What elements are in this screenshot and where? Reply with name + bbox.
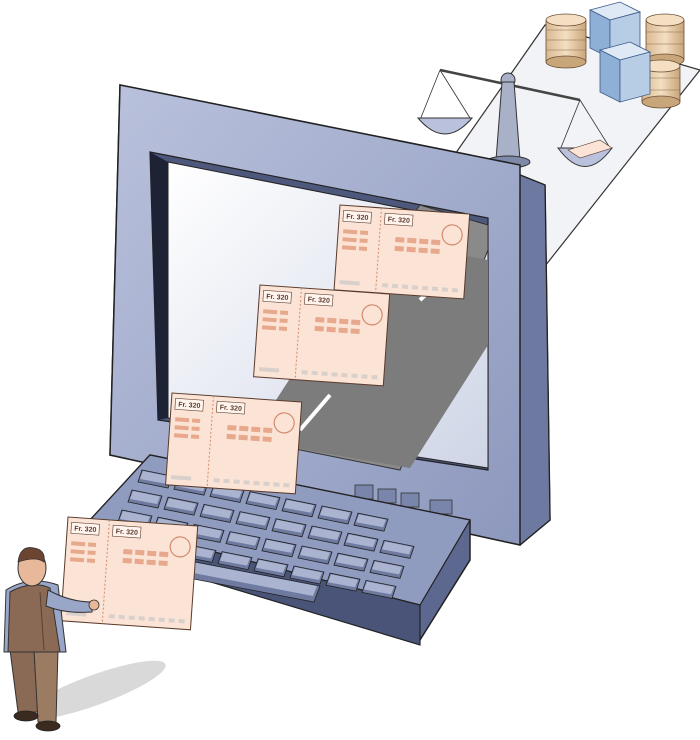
key (245, 491, 281, 511)
key (261, 538, 297, 558)
slip-amount-left: Fr. 320 (178, 401, 201, 410)
slip-amount-right: Fr. 320 (115, 528, 138, 537)
slip-amount-right: Fr. 320 (387, 216, 410, 225)
balance-scale-icon (416, 68, 613, 169)
key (225, 531, 261, 551)
key (137, 469, 173, 489)
key (235, 511, 271, 531)
slip-amount-right: Fr. 320 (307, 296, 330, 305)
key (217, 551, 253, 571)
key (127, 489, 163, 509)
key (379, 539, 415, 559)
keyboard (87, 454, 471, 646)
coin-stack-right-top (645, 13, 685, 67)
key (307, 525, 343, 545)
key (333, 552, 369, 572)
key (317, 505, 353, 525)
key (325, 572, 361, 592)
key (289, 565, 325, 585)
paper-stacks (588, 1, 652, 103)
slip-amount-left: Fr. 320 (74, 525, 97, 534)
coin-stack-right-bottom (641, 59, 681, 109)
payment-slip: Fr. 320 Fr. 320 (253, 284, 391, 387)
key (163, 496, 199, 516)
person-figure (3, 547, 166, 732)
key (271, 518, 307, 538)
key (297, 545, 333, 565)
slip-amount-left: Fr. 320 (346, 213, 369, 222)
key (281, 498, 317, 518)
payment-slip: Fr. 320 Fr. 320 (333, 204, 471, 300)
key (353, 512, 389, 532)
slip-amount-right: Fr. 320 (219, 404, 242, 413)
key (343, 532, 379, 552)
key (199, 503, 235, 523)
coin-stack-left (545, 13, 587, 69)
key (361, 579, 397, 599)
key (253, 558, 289, 578)
key (369, 559, 405, 579)
slip-amount-left: Fr. 320 (266, 293, 289, 302)
payment-slip: Fr. 320 Fr. 320 (165, 392, 303, 495)
